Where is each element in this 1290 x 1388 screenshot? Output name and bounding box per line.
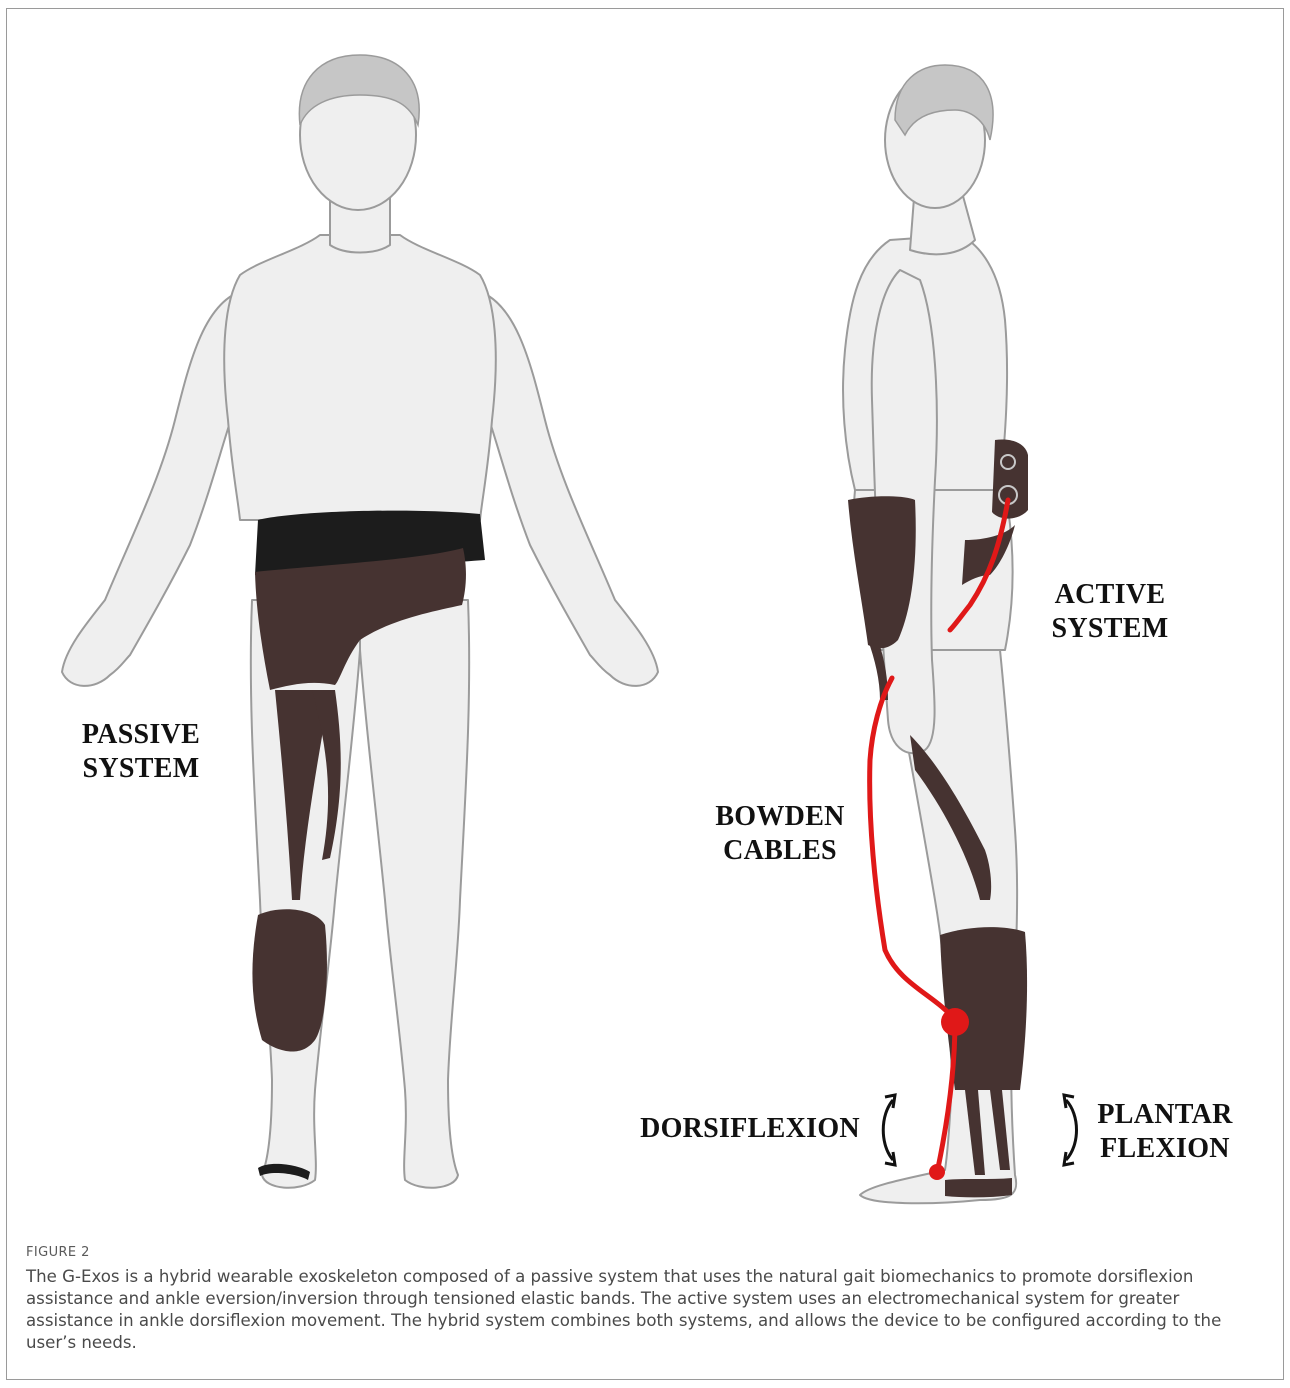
plantar-flexion-arrow — [1064, 1095, 1077, 1165]
active-system-label: ACTIVE SYSTEM — [1030, 578, 1190, 646]
cable-anchor-foot — [929, 1164, 945, 1180]
dorsiflexion-arrow — [883, 1095, 895, 1165]
figure-number: FIGURE 2 — [26, 1245, 90, 1260]
figure-caption: The G-Exos is a hybrid wearable exoskele… — [26, 1266, 1266, 1354]
plantar-flexion-label: PLANTAR FLEXION — [1085, 1098, 1245, 1166]
bowden-cables-label: BOWDEN CABLES — [700, 800, 860, 868]
cable-anchor-knee — [941, 1008, 969, 1036]
passive-system-label: PASSIVE SYSTEM — [56, 718, 226, 786]
dorsiflexion-label: DORSIFLEXION — [630, 1112, 870, 1146]
